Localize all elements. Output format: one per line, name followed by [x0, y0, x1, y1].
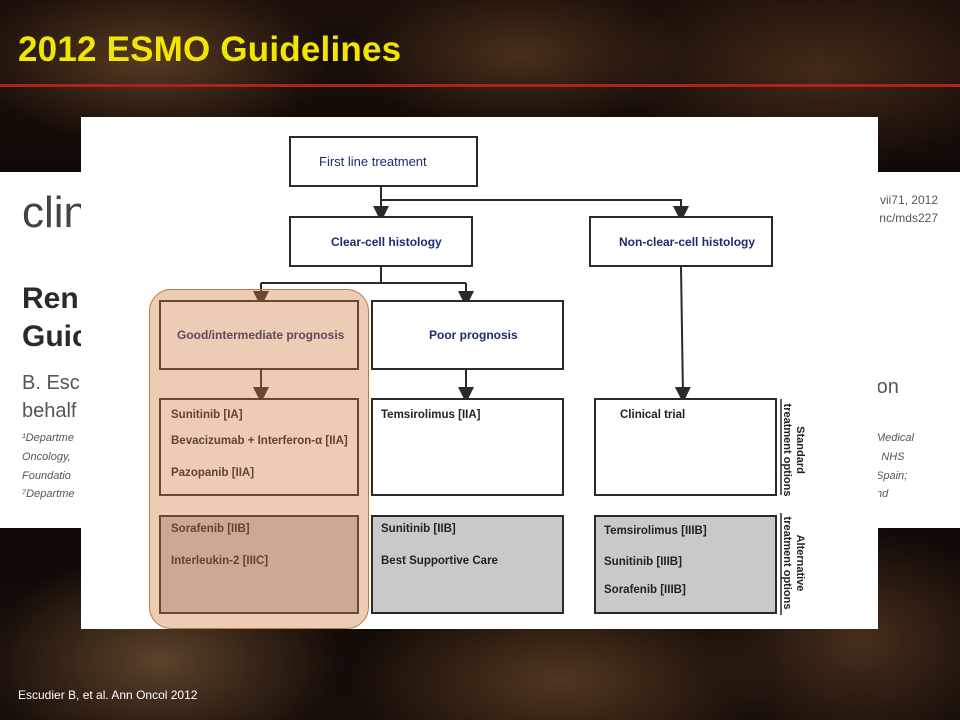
poor-prognosis-box: Poor prognosis — [371, 300, 564, 370]
good-prognosis-highlight — [149, 289, 369, 629]
clear-cell-box: Clear-cell histology — [289, 216, 473, 267]
treatment-item: Best Supportive Care — [381, 555, 498, 567]
good-prognosis-label: Good/intermediate prognosis — [177, 328, 345, 342]
alternative-good-box: Sorafenib [IIB] Interleukin-2 [IIIC] — [159, 515, 359, 614]
treatment-item: Sunitinib [IA] — [171, 409, 243, 421]
paper-heading-line2: Guic — [22, 320, 89, 353]
citation: Escudier B, et al. Ann Oncol 2012 — [18, 688, 198, 702]
journal-ref-line1: vii71, 2012 — [879, 193, 938, 207]
treatment-item: Sunitinib [IIB] — [381, 523, 456, 535]
side-label-line: treatment options — [781, 516, 793, 610]
alternative-nonclear-box: Temsirolimus [IIIB] Sunitinib [IIIB] Sor… — [594, 515, 777, 614]
affiliation-line: ⁷Departme — [22, 488, 75, 500]
treatment-item: Temsirolimus [IIA] — [381, 409, 481, 421]
standard-poor-box: Temsirolimus [IIA] — [371, 398, 564, 496]
non-clear-cell-box: Non-clear-cell histology — [589, 216, 773, 267]
treatment-item: Sunitinib [IIIB] — [604, 556, 682, 568]
flowchart-connectors — [253, 187, 782, 615]
journal-name: clin — [22, 188, 89, 237]
alternative-poor-box: Sunitinib [IIB] Best Supportive Care — [371, 515, 564, 614]
affiliation-line: Oncology, — [22, 451, 71, 463]
side-label-line: Standard — [794, 426, 806, 474]
affiliation-right: Medical — [876, 432, 914, 444]
treatment-item: Temsirolimus [IIIB] — [604, 525, 707, 537]
treatment-flowchart: First line treatment Clear-cell histolog… — [81, 117, 878, 629]
side-label-line: treatment options — [781, 403, 793, 497]
clear-cell-label: Clear-cell histology — [331, 235, 442, 249]
journal-ref-line2: nc/mds227 — [879, 211, 938, 225]
slide-title: 2012 ESMO Guidelines — [18, 30, 402, 69]
poor-prognosis-label: Poor prognosis — [429, 328, 518, 342]
paper-authors: B. Esc — [22, 372, 80, 394]
paper-behalf: behalf — [22, 400, 77, 422]
alternative-options-side-label: Alternative treatment options — [780, 508, 806, 618]
paper-heading-line1: Ren — [22, 282, 79, 315]
standard-nonclear-box: Clinical trial — [594, 398, 777, 496]
treatment-item: Sorafenib [IIIB] — [604, 584, 686, 596]
side-label-line: Alternative — [794, 534, 806, 592]
affiliation-line: Foundatio — [22, 470, 71, 482]
affiliation-right: nd — [876, 488, 889, 500]
affiliation-right: Spain; — [876, 470, 908, 482]
treatment-item: Pazopanib [IIA] — [171, 467, 255, 479]
good-prognosis-box: Good/intermediate prognosis — [159, 300, 359, 370]
treatment-item: Interleukin-2 [IIIC] — [171, 555, 269, 567]
treatment-item: Sorafenib [IIB] — [171, 523, 250, 535]
treatment-item: Bevacizumab + Interferon-α [IIA] — [171, 435, 348, 447]
first-line-treatment-box: First line treatment — [289, 136, 478, 187]
standard-options-side-label: Standard treatment options — [780, 395, 806, 505]
treatment-item: Clinical trial — [620, 409, 686, 421]
first-line-treatment-label: First line treatment — [319, 154, 427, 169]
affiliation-line: ¹Departme — [22, 432, 74, 444]
non-clear-cell-label: Non-clear-cell histology — [619, 235, 756, 249]
standard-good-box: Sunitinib [IA] Bevacizumab + Interferon-… — [159, 398, 359, 496]
title-divider — [0, 84, 960, 87]
